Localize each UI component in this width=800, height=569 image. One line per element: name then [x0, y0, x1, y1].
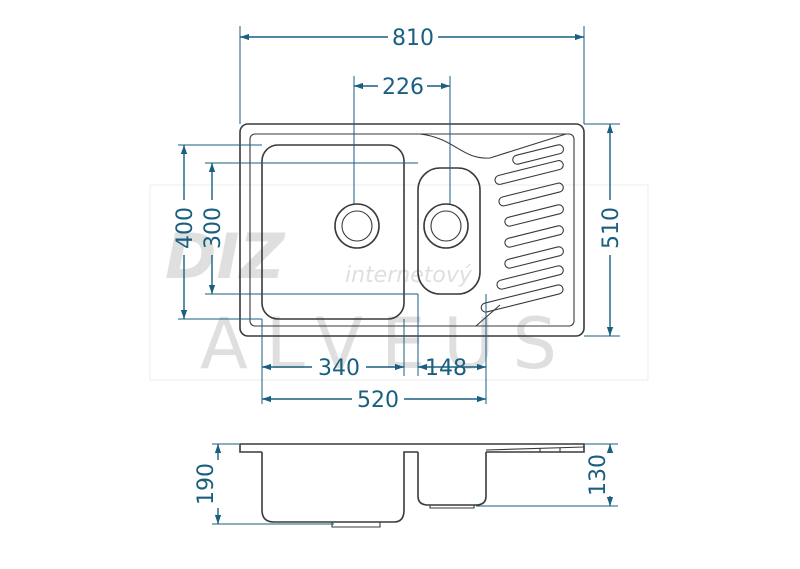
watermark: DIZ internetový ALVEUS	[149, 184, 649, 385]
sink-side-view	[239, 443, 585, 528]
dim-small-bowl-depth: 130	[586, 454, 611, 496]
sink-outer-rim	[239, 123, 585, 337]
dim-bowl-outer-height: 400	[173, 207, 198, 249]
watermark-frame	[149, 184, 649, 381]
side-small-drain	[429, 505, 475, 509]
sink-top-view	[239, 123, 585, 337]
drainer-grooves	[480, 144, 565, 313]
side-rim	[239, 443, 585, 453]
side-drainer-slope	[485, 446, 585, 451]
dim-small-bowl-width: 148	[425, 356, 467, 381]
dim-main-bowl-width: 340	[318, 356, 360, 381]
drainer-bottom-edge	[475, 304, 501, 327]
sink-inner-rim	[249, 133, 575, 327]
small-bowl-drain-outer	[423, 203, 469, 249]
small-bowl	[417, 167, 481, 295]
drainer-groove	[504, 225, 564, 248]
drainer-groove	[498, 182, 564, 207]
watermark-logo: DIZ	[165, 220, 286, 293]
drainer-groove	[494, 160, 564, 185]
side-small-bowl	[417, 452, 487, 506]
side-main-bowl	[261, 451, 418, 523]
dim-overall-depth: 510	[599, 207, 624, 249]
dim-main-bowl-depth: 190	[194, 463, 219, 505]
main-bowl	[261, 144, 405, 320]
drainer-groove	[480, 284, 564, 313]
drainer-groove	[504, 204, 564, 227]
drainer-top-curve	[419, 133, 567, 159]
dim-overall-width: 810	[392, 26, 434, 51]
small-bowl-drain-inner	[430, 210, 462, 242]
dim-bowls-total-width: 520	[357, 388, 399, 413]
dim-bowl-inner-height: 300	[201, 207, 226, 249]
side-drainer-lip	[539, 448, 561, 453]
watermark-subtext: internetový	[345, 263, 473, 288]
drainer-groove	[512, 144, 565, 165]
watermark-brand: ALVEUS	[200, 303, 575, 385]
main-bowl-drain-outer	[334, 203, 380, 249]
drainer-groove	[496, 265, 564, 290]
main-bowl-drain-inner	[341, 210, 373, 242]
dim-drain-distance: 226	[382, 75, 424, 100]
drainer-groove	[504, 246, 564, 269]
dimensions: 810 226 510 400 300 340 148	[173, 26, 624, 525]
